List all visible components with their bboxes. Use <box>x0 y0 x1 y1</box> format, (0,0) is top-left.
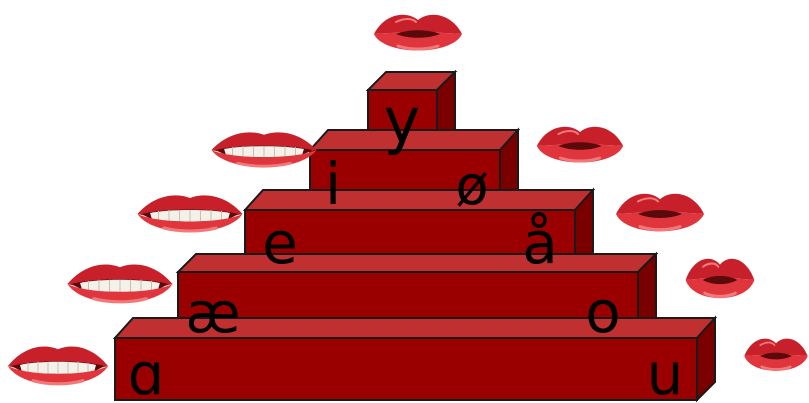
vowel-label-aa: å <box>522 209 558 277</box>
vowel-label-a: ɑ <box>128 340 165 403</box>
mouth-spread-4 <box>8 346 108 384</box>
mouth-spread-2 <box>138 195 243 232</box>
vowel-label-oe: ø <box>455 154 488 217</box>
mouth-spread-1 <box>212 132 317 167</box>
mouth-round-top <box>374 15 462 51</box>
vowel-label-u: u <box>647 340 684 403</box>
mouth-round-1 <box>537 127 623 163</box>
vowel-label-y: y <box>384 84 421 157</box>
mouth-round-4 <box>744 339 807 371</box>
vowel-label-o: o <box>585 278 621 346</box>
vowel-label-ae: æ <box>186 281 241 346</box>
mouth-spread-3 <box>68 264 173 302</box>
mouth-round-2 <box>616 194 704 232</box>
mouth-round-3 <box>686 259 755 298</box>
vowel-label-e: e <box>262 209 298 277</box>
vowel-label-i: i <box>325 150 341 218</box>
